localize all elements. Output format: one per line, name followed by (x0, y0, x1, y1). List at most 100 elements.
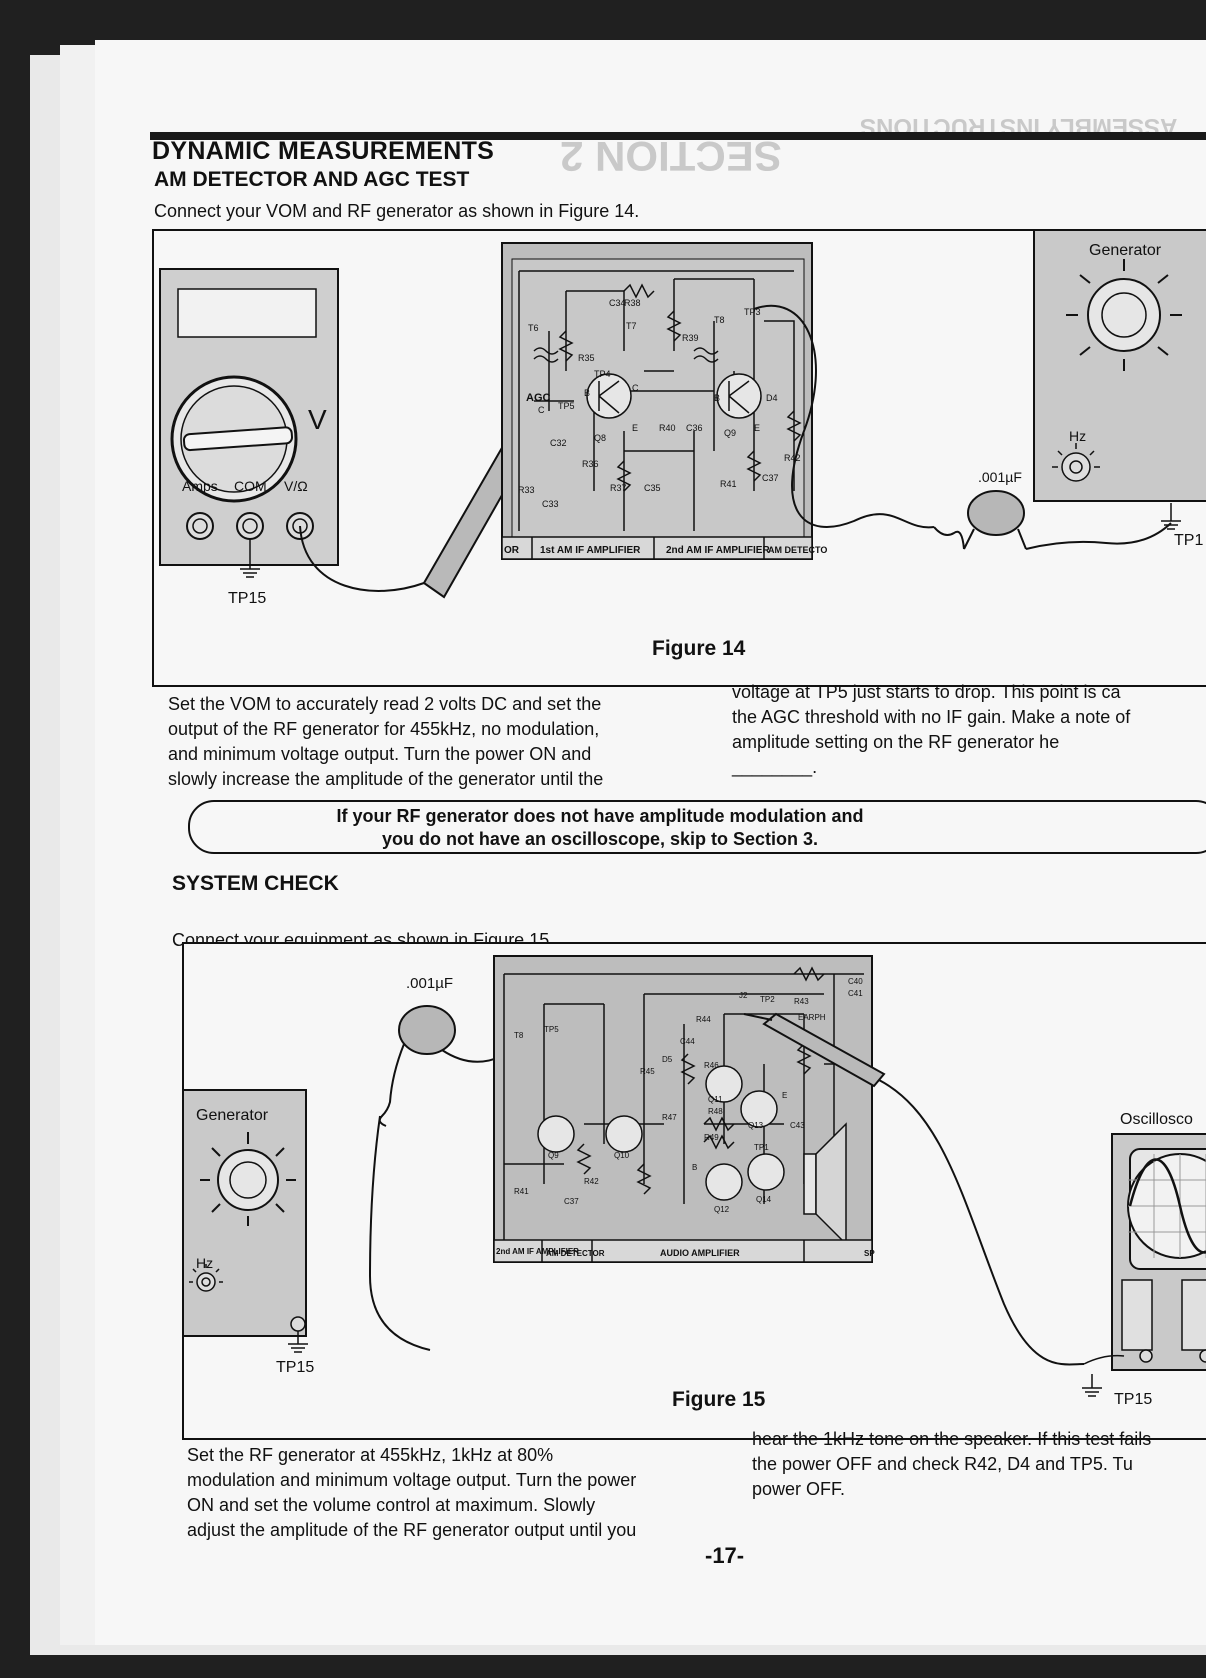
board15-label-11: D5 (662, 1055, 673, 1064)
board14-label-27: C37 (762, 473, 779, 483)
board15-label-4: R43 (794, 997, 809, 1006)
figure14-caption: Figure 14 (652, 637, 746, 660)
board15-label-21: R49 (704, 1133, 719, 1142)
board15-label-3: TP2 (760, 995, 775, 1004)
section-subtitle: AM DETECTOR AND AGC TEST (154, 168, 470, 191)
board15-section-2: AUDIO AMPLIFIER (660, 1248, 740, 1258)
fig15-generator-hz: Hz (196, 1255, 213, 1271)
para2-column-right: hear the 1kHz tone on the speaker. If th… (752, 1427, 1206, 1502)
para1-right-line: ________. (732, 757, 818, 777)
board15-label-26: R42 (584, 1177, 599, 1186)
board15-label-23: Q12 (714, 1205, 730, 1214)
board14-section-2: 2nd AM IF AMPLIFIER (666, 545, 770, 556)
board14-label-16: C36 (686, 423, 703, 433)
para2-left-line: adjust the amplitude of the RF generator… (187, 1520, 637, 1540)
vom-volt-ohm-label: V/Ω (284, 478, 308, 494)
para1-right-line: amplitude setting on the RF generator he (732, 732, 1060, 752)
board14-label-6: T8 (714, 315, 725, 325)
fig15-oscilloscope-label: Oscillosco (1120, 1111, 1193, 1128)
para1-column-right: voltage at TP5 just starts to drop. This… (732, 680, 1206, 780)
para1-right-line: voltage at TP5 just starts to drop. This… (732, 682, 1121, 702)
figure14-intro: Connect your VOM and RF generator as sho… (154, 201, 640, 221)
vom-tp15-label: TP15 (228, 590, 266, 607)
fig14-capacitor-label: .001µF (978, 469, 1022, 485)
para2-column-left: Set the RF generator at 455kHz, 1kHz at … (187, 1443, 699, 1543)
board15-label-18: Q9 (548, 1151, 559, 1160)
board14-label-4: T7 (626, 321, 637, 331)
skip-notice-text: If your RF generator does not have ampli… (190, 805, 1010, 851)
board15-label-17: Q10 (614, 1151, 630, 1160)
board15-label-15: R47 (662, 1113, 677, 1122)
board14-label-10: TP5 (558, 401, 575, 411)
para1-left-line: slowly increase the amplitude of the gen… (168, 769, 604, 789)
board14-label-30: E (754, 423, 760, 433)
figure15-caption: Figure 15 (672, 1388, 766, 1411)
para2-left-line: modulation and minimum voltage output. T… (187, 1470, 637, 1490)
board15-label-9: C44 (680, 1037, 695, 1046)
board14-label-24: R37 (610, 483, 627, 493)
board15-label-27: E (782, 1091, 787, 1100)
board15-section-3: SP (864, 1249, 875, 1258)
system-check-heading: SYSTEM CHECK (172, 872, 339, 895)
generator-figure15 (184, 1089, 308, 1353)
board14-section-0: OR (504, 545, 520, 556)
vom-com-label: COM (234, 478, 267, 494)
board15-section-1: AM DETECTOR (546, 1249, 605, 1258)
board14-label-13: Q8 (594, 433, 606, 443)
fig15-generator-label: Generator (196, 1107, 269, 1124)
board14-label-5: R39 (682, 333, 699, 343)
para2-left-line: Set the RF generator at 455kHz, 1kHz at … (187, 1445, 554, 1465)
fig15-capacitor-label: .001µF (406, 975, 453, 992)
heading-rule (150, 132, 1206, 140)
fig15-oscilloscope-tp: TP15 (1114, 1391, 1152, 1408)
board14-label-25: C35 (644, 483, 661, 493)
board15-label-19: R41 (514, 1187, 529, 1196)
board14-label-19: B (714, 393, 720, 403)
board15-label-28: B (692, 1163, 697, 1172)
board14-section-1: 1st AM IF AMPLIFIER (540, 545, 641, 556)
board15-label-5: C40 (848, 977, 863, 986)
para1-right-line: the AGC threshold with no IF gain. Make … (732, 707, 1131, 727)
board14-label-23: C33 (542, 499, 559, 509)
board14-label-3: R38 (624, 298, 641, 308)
board15-label-22: TP1 (754, 1143, 769, 1152)
vom-range-label: V (308, 404, 327, 435)
board15-label-12: Q11 (708, 1095, 723, 1104)
board14-section-3: AM DETECTO (768, 545, 827, 555)
fig14-generator-hz: Hz (1069, 428, 1086, 444)
fig14-generator-label: Generator (1089, 242, 1162, 259)
capacitor-figure14 (933, 490, 1172, 550)
board14-label-18: D4 (766, 393, 778, 403)
capacitor-figure15 (368, 1005, 525, 1351)
board14-label-7: TP3 (744, 307, 761, 317)
circuit-board-figure14: OR 1st AM IF AMPLIFIER 2nd AM IF AMPLIFI… (501, 242, 827, 560)
board14-label-14: E (632, 423, 638, 433)
board15-label-7: EARPH (798, 1013, 826, 1022)
board14-label-0: T6 (528, 323, 539, 333)
board14-label-12: C (632, 383, 639, 393)
board15-label-16: R48 (708, 1107, 723, 1116)
board15-label-14: Q13 (748, 1121, 764, 1130)
board15-label-13: R46 (704, 1061, 719, 1070)
fig15-generator-tp: TP15 (276, 1359, 314, 1376)
board15-section-0: 2nd AM IF AMPLIFIER (496, 1247, 579, 1256)
figure14-box: OR 1st AM IF AMPLIFIER 2nd AM IF AMPLIFI… (152, 229, 1206, 687)
board14-label-2: C34 (609, 298, 626, 308)
board14-label-29: B (584, 388, 590, 398)
board15-label-20: C37 (564, 1197, 579, 1206)
para1-column-left: Set the VOM to accurately read 2 volts D… (168, 692, 688, 792)
board15-label-25: C43 (790, 1121, 805, 1130)
board15-label-24: Q14 (756, 1195, 772, 1204)
oscilloscope-figure15 (1082, 1133, 1206, 1397)
para2-left-line: ON and set the volume control at maximum… (187, 1495, 596, 1515)
board15-label-8: R44 (696, 1015, 711, 1024)
board14-label-11: TP4 (594, 369, 611, 379)
figure14-drawing: OR 1st AM IF AMPLIFIER 2nd AM IF AMPLIFI… (159, 231, 1206, 607)
para1-left-line: output of the RF generator for 455kHz, n… (168, 719, 600, 739)
board15-label-10: R45 (640, 1067, 655, 1076)
board15-label-2: J2 (739, 991, 748, 1000)
board14-label-8: AGC (526, 392, 551, 404)
figure15-box: 2nd AM IF AMPLIFIER AM DETECTOR AUDIO AM… (182, 942, 1206, 1440)
page-number: -17- (705, 1543, 745, 1568)
para2-right-line: power OFF. (752, 1479, 846, 1499)
